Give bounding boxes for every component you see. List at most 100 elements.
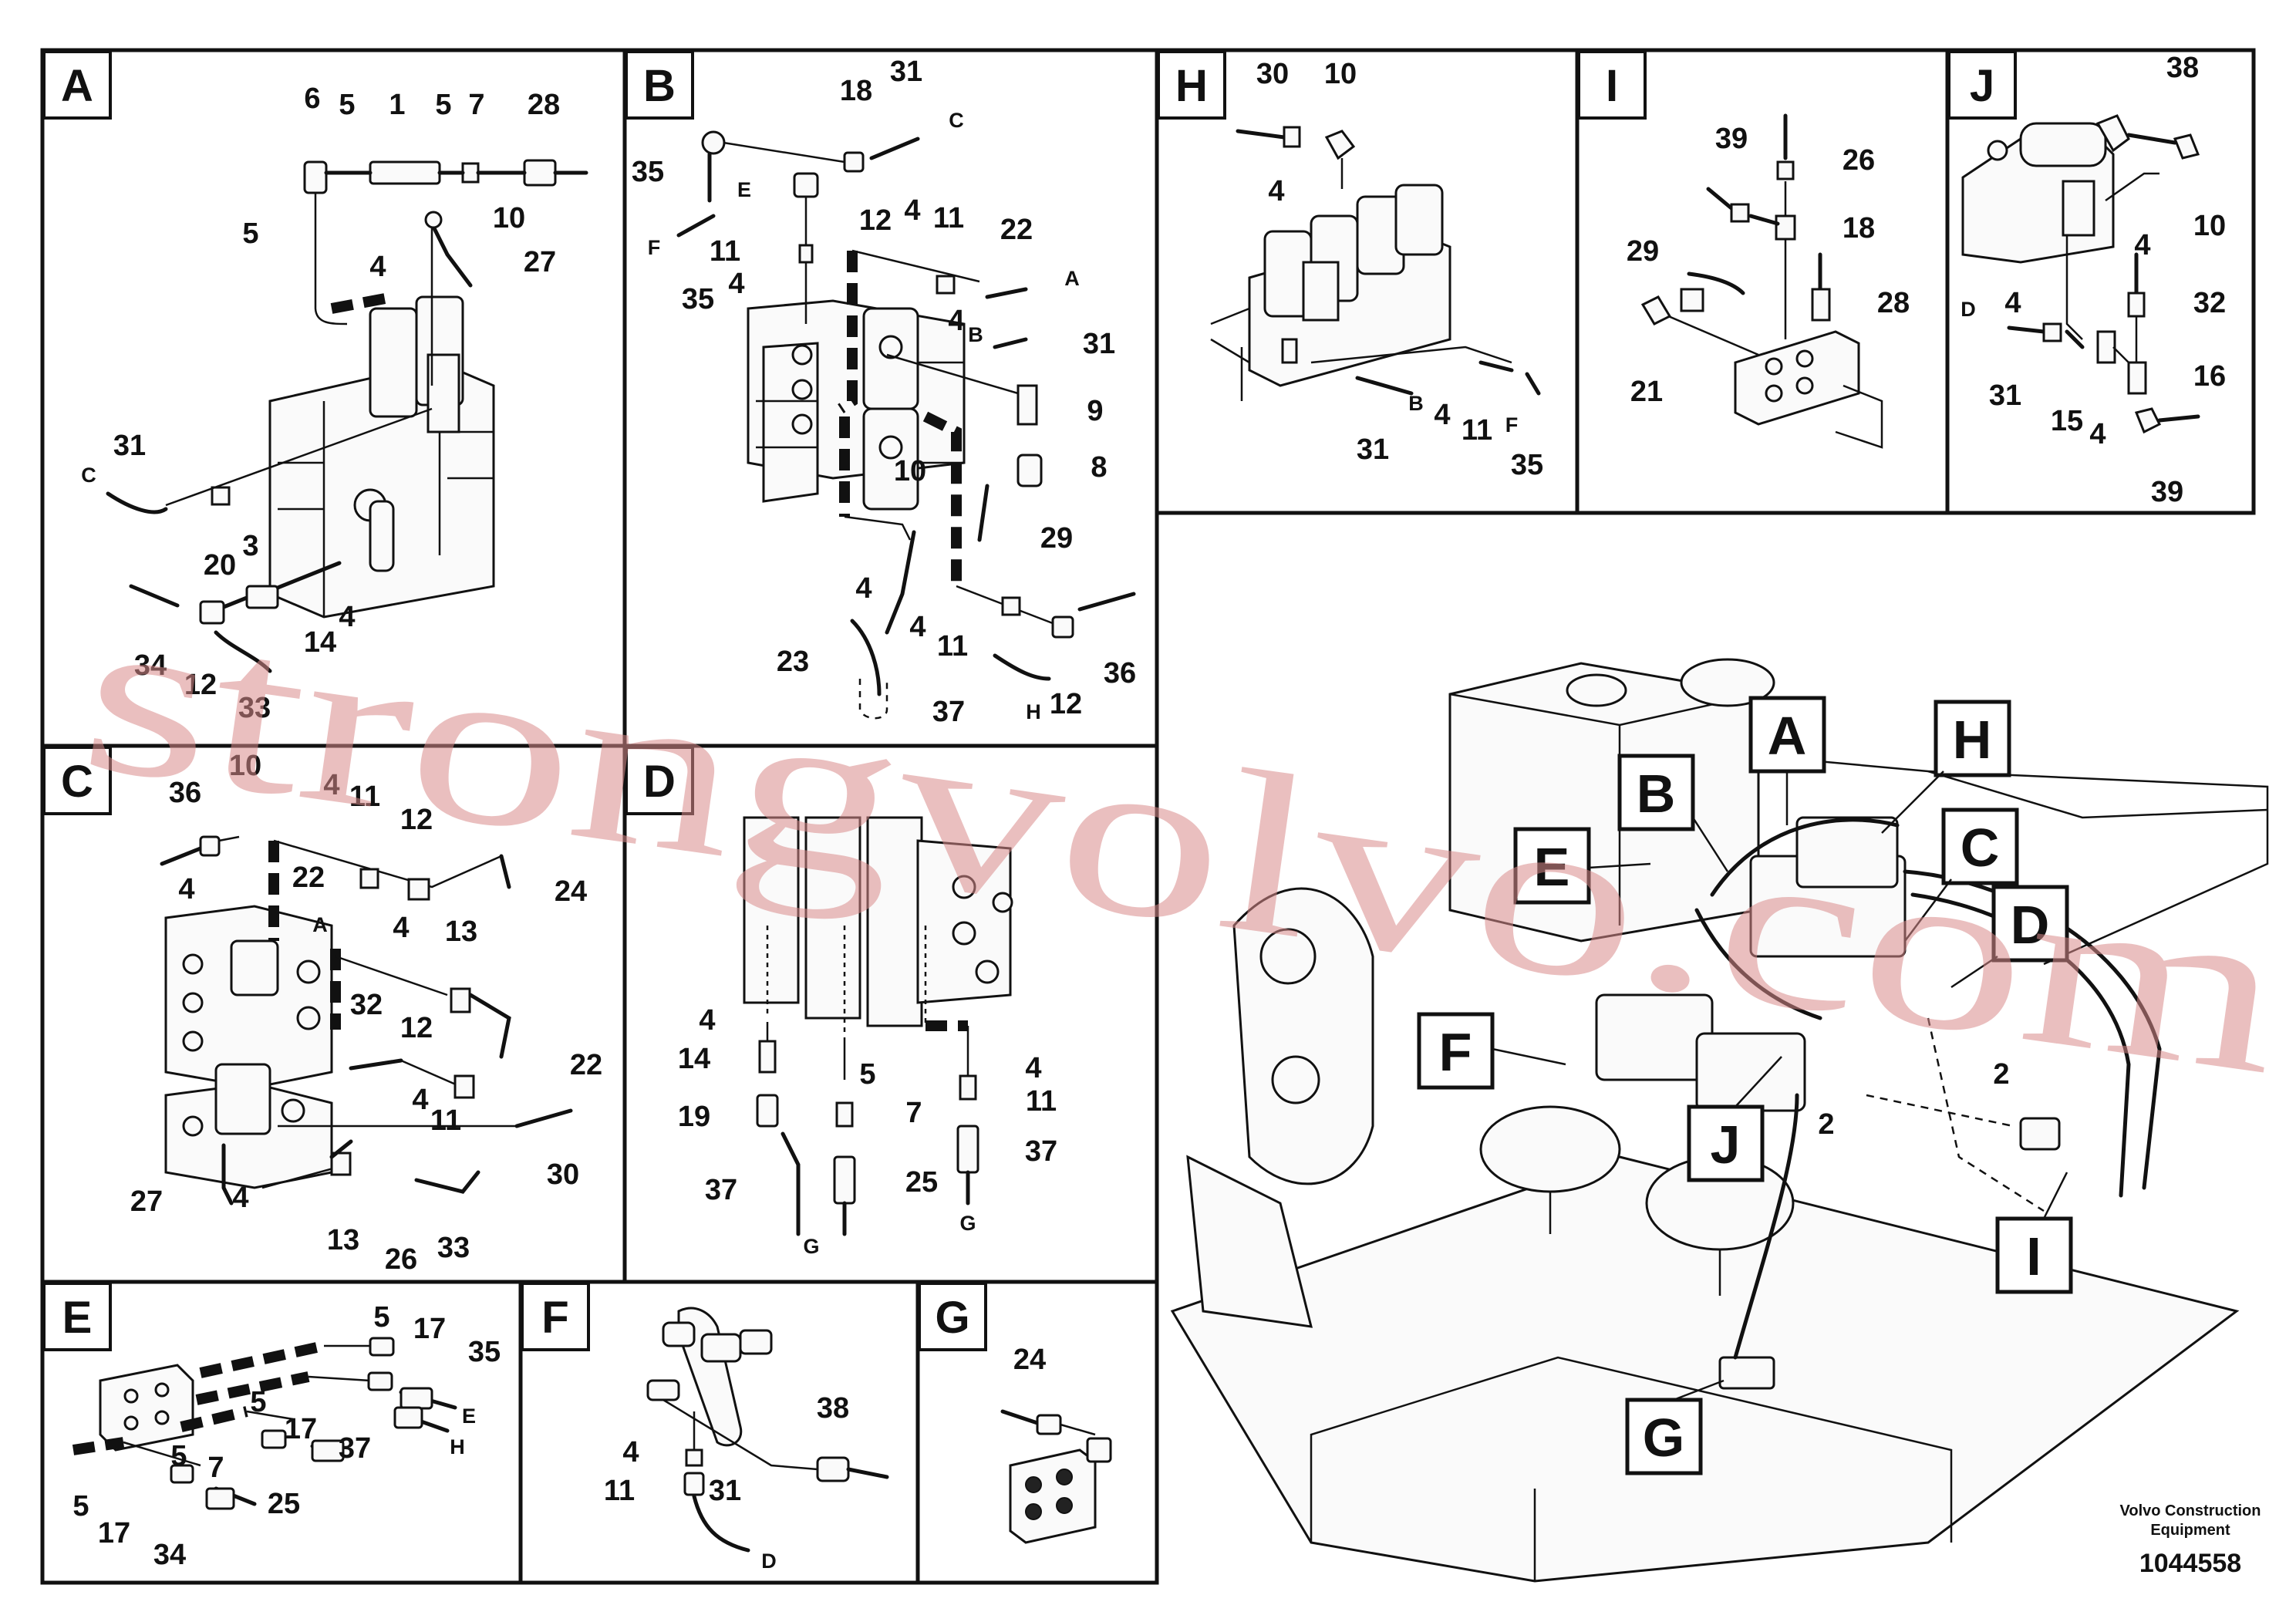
callout: 4 (178, 873, 194, 905)
callout-box-h (1934, 700, 2011, 777)
callout: 35 (1511, 449, 1543, 481)
callout: 6 (304, 83, 320, 115)
panel-c: C (42, 746, 602, 1276)
callout: 29 (1040, 522, 1073, 555)
callout: 5 (339, 89, 355, 121)
callout-box-g (1625, 1398, 1703, 1475)
callout: 17 (285, 1413, 317, 1445)
overview-callout-label: G (1643, 1408, 1684, 1468)
callout: 22 (1000, 214, 1033, 246)
panel-h-callouts: 30 10 4 31 4 11 35 B F (1256, 58, 1543, 481)
connection-letter: H (1026, 700, 1041, 723)
callout: 31 (890, 56, 922, 88)
callout: 32 (350, 989, 383, 1021)
callout: 38 (2166, 52, 2199, 84)
callout: 1 (389, 89, 405, 121)
callout: 9 (1087, 395, 1103, 427)
overview-callout-label: E (1534, 837, 1570, 897)
panel-a-label-box (42, 50, 112, 120)
callout: 4 (369, 251, 386, 283)
panel-j: J 38 10 4 4 32 3 (1947, 50, 2226, 508)
callout: 14 (304, 626, 336, 659)
callout: 4 (412, 1084, 428, 1116)
callout: 31 (1989, 379, 2021, 412)
callout: 4 (728, 268, 744, 300)
callout: 10 (1324, 58, 1357, 90)
panel-e-label-box (42, 1282, 112, 1351)
connection-letter: A (1064, 267, 1080, 290)
callout: 4 (699, 1004, 715, 1037)
junction-block-drawing-g (1000, 1409, 1112, 1544)
callout: 18 (1843, 212, 1875, 244)
hose-assembly-c (160, 835, 573, 1206)
callout: 12 (400, 1012, 433, 1044)
callout: 11 (710, 235, 740, 268)
callout: 38 (817, 1392, 849, 1425)
control-valve-drawing-b (747, 299, 966, 511)
callout: 33 (238, 692, 271, 724)
hose-assembly-b (676, 130, 1136, 720)
panel-i-label-box (1577, 50, 1647, 120)
panel-e-callouts: 5 17 35 5 17 5 7 37 5 17 25 34 E H (72, 1301, 501, 1571)
overview-callout-label: J (1711, 1114, 1741, 1175)
callout: 11 (1462, 414, 1492, 447)
callout: 10 (894, 455, 926, 487)
callout: 14 (678, 1043, 710, 1075)
callout: 10 (229, 750, 261, 782)
callout: 13 (327, 1224, 359, 1256)
callout: 37 (339, 1432, 371, 1465)
connection-letter: G (959, 1212, 976, 1235)
callout: 15 (2051, 405, 2083, 437)
connection-letter: D (1961, 298, 1976, 321)
callout: 37 (1025, 1135, 1057, 1168)
panel-d-label-box (625, 746, 694, 815)
panel-a-title: A (61, 61, 93, 111)
callout: 11 (933, 202, 964, 234)
panel-d-title: D (643, 757, 676, 807)
panel-f-label-box (521, 1282, 590, 1351)
callout: 22 (292, 862, 325, 894)
connection-letter: F (1505, 413, 1519, 437)
panel-e: E 5 17 35 5 17 5 7 (42, 1282, 501, 1571)
control-valve-drawing-c (164, 905, 333, 1189)
callout: 24 (1013, 1344, 1046, 1376)
overview-callout-label: C (1961, 818, 2000, 878)
callout: 4 (909, 611, 925, 643)
panel-a-callouts: 6 5 1 5 7 28 5 10 4 27 31 20 3 4 14 34 1… (81, 83, 560, 724)
overview-callout-label: A (1768, 706, 1807, 766)
panel-d: D 4 14 5 19 7 4 1 (625, 746, 1057, 1258)
callout: 11 (430, 1104, 461, 1137)
callout: 11 (604, 1475, 635, 1507)
callout: 31 (1083, 328, 1115, 360)
callout: 4 (622, 1436, 639, 1469)
overview-callout-label: H (1953, 710, 1992, 770)
callout: 4 (2089, 418, 2106, 450)
callout: 36 (169, 777, 201, 809)
callout: 36 (1104, 657, 1136, 690)
callout-box-b (1617, 754, 1695, 831)
callout: 4 (323, 769, 339, 801)
callout: 12 (1050, 688, 1082, 720)
callout: 31 (1357, 433, 1389, 466)
swivel-drawing-f (646, 1307, 889, 1553)
callout-box-a (1748, 696, 1826, 774)
connection-letter: H (450, 1435, 465, 1458)
callout: 5 (170, 1440, 187, 1472)
callout: 39 (1715, 123, 1748, 155)
callout: 21 (1630, 376, 1663, 408)
callout: 17 (98, 1517, 130, 1549)
panel-e-title: E (62, 1293, 93, 1343)
callout: 13 (445, 916, 477, 948)
panel-j-label-box (1947, 50, 2017, 120)
control-valve-drawing-a (268, 295, 495, 619)
callout: 31 (709, 1475, 741, 1507)
callout-box-j (1687, 1104, 1765, 1182)
callout: 8 (1091, 451, 1107, 484)
callout: 4 (855, 572, 872, 605)
callout: 4 (393, 912, 409, 944)
callout: 30 (1256, 58, 1289, 90)
callout: 7 (207, 1452, 224, 1484)
callout: 5 (435, 89, 451, 121)
panel-b: B (625, 50, 1136, 728)
machine-overview (1170, 658, 2269, 1583)
